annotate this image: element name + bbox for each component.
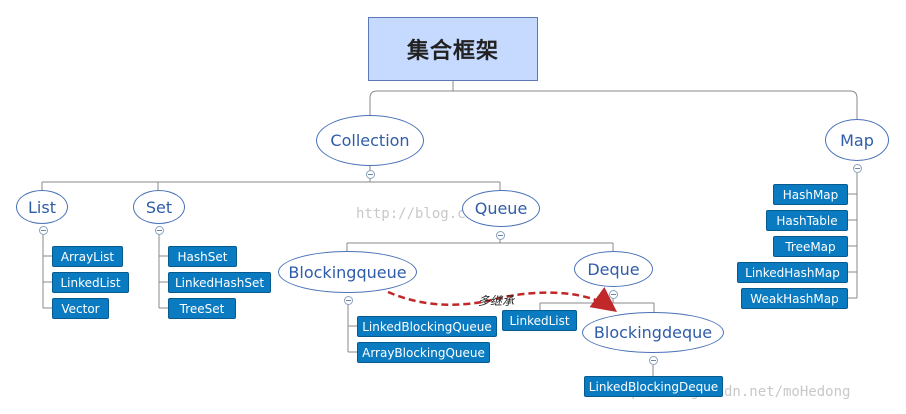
node-blockingqueue[interactable]: Blockingqueue — [278, 251, 417, 293]
node-map[interactable]: Map — [825, 119, 889, 161]
edge-set-children — [158, 234, 168, 309]
collapse-collection-icon[interactable] — [366, 170, 375, 179]
edge-list-children — [42, 234, 52, 309]
leaf-treeset[interactable]: TreeSet — [168, 298, 236, 319]
edge-root-collection — [369, 90, 378, 115]
edge-map-children — [848, 173, 858, 299]
collapse-map-icon[interactable] — [853, 164, 862, 173]
collapse-queue-icon[interactable] — [496, 231, 505, 240]
leaf-hashset[interactable]: HashSet — [168, 246, 237, 267]
leaf-linkedlist[interactable]: LinkedList — [52, 272, 129, 293]
node-map-label: Map — [840, 130, 874, 150]
collapse-set-icon[interactable] — [155, 226, 164, 235]
node-collection-label: Collection — [330, 131, 410, 150]
leaf-hashtable[interactable]: HashTable — [766, 210, 848, 231]
collapse-blockingqueue-icon[interactable] — [344, 296, 353, 305]
leaf-hashmap[interactable]: HashMap — [773, 184, 848, 205]
node-deque[interactable]: Deque — [574, 251, 653, 287]
leaf-arrayblockingqueue[interactable]: ArrayBlockingQueue — [357, 342, 490, 363]
leaf-linkedblockingqueue[interactable]: LinkedBlockingQueue — [357, 316, 497, 337]
node-set-label: Set — [145, 197, 173, 217]
edge-bq-children — [347, 304, 357, 353]
node-blockingqueue-label: Blockingqueue — [288, 262, 407, 282]
root-node[interactable]: 集合框架 — [368, 17, 538, 81]
leaf-weakhashmap[interactable]: WeakHashMap — [741, 288, 848, 309]
node-blockingdeque-label: Blockingdeque — [593, 323, 713, 342]
leaf-linkedhashset[interactable]: LinkedHashSet — [168, 272, 271, 293]
node-queue[interactable]: Queue — [462, 190, 540, 227]
leaf-linkedblockingdeque[interactable]: LinkedBlockingDeque — [584, 376, 723, 397]
edge-root-bus — [377, 90, 858, 120]
leaf-linkedhashmap[interactable]: LinkedHashMap — [737, 262, 848, 283]
collapse-list-icon[interactable] — [39, 226, 48, 235]
collapse-deque-icon[interactable] — [609, 290, 618, 299]
leaf-treemap[interactable]: TreeMap — [773, 236, 848, 257]
node-collection[interactable]: Collection — [316, 115, 424, 166]
node-list[interactable]: List — [16, 190, 68, 224]
node-queue-label: Queue — [474, 199, 528, 218]
leaf-arraylist[interactable]: ArrayList — [52, 246, 123, 267]
root-title: 集合框架 — [406, 39, 499, 64]
collapse-blockingdeque-icon[interactable] — [649, 356, 658, 365]
leaf-deque-linkedlist[interactable]: LinkedList — [502, 310, 577, 331]
leaf-vector[interactable]: Vector — [52, 298, 109, 319]
node-set[interactable]: Set — [133, 190, 185, 224]
multi-inheritance-arrow — [387, 287, 618, 312]
multi-inheritance-label: 多继承 — [478, 294, 515, 308]
node-list-label: List — [28, 197, 56, 217]
node-blockingdeque[interactable]: Blockingdeque — [582, 312, 724, 353]
node-deque-label: Deque — [587, 259, 640, 279]
